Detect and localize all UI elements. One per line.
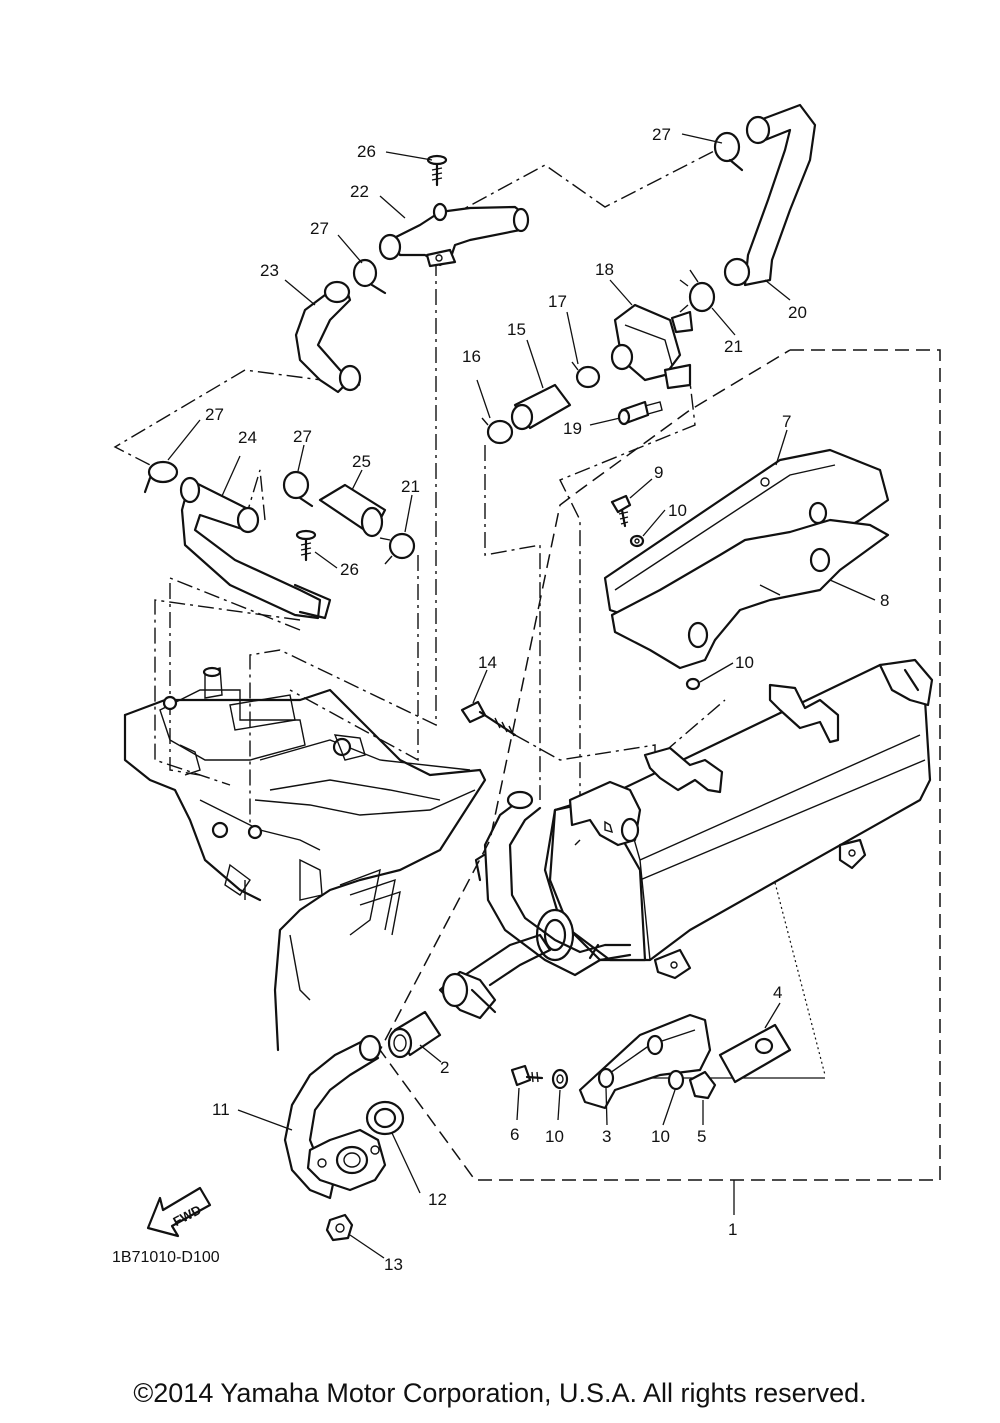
part-23-hose xyxy=(294,280,362,394)
callout-2: 2 xyxy=(440,1058,449,1077)
part-10-washer-d xyxy=(667,1069,685,1091)
part-9-bolt xyxy=(610,494,632,528)
part-20-hose xyxy=(723,103,817,287)
callout-18: 18 xyxy=(595,260,614,279)
part-27-clamp-d xyxy=(282,470,314,508)
part-25-hose xyxy=(318,483,387,538)
callout-17: 17 xyxy=(548,292,567,311)
callout-9: 9 xyxy=(654,463,663,482)
callout-12: 12 xyxy=(428,1190,447,1209)
part-27-clamp-a xyxy=(713,131,744,172)
part-26-screw-lower xyxy=(295,529,317,562)
connection-line-upper xyxy=(446,147,721,219)
part-26-screw-upper xyxy=(426,154,448,187)
connection-line-24 xyxy=(169,576,301,776)
connection-line-16 xyxy=(484,445,541,800)
muffler-outlet-pipe xyxy=(438,933,552,1020)
callout-8: 8 xyxy=(880,591,889,610)
callout-24: 24 xyxy=(238,428,257,447)
part-2-sleeve xyxy=(387,1010,442,1059)
part-24-hose xyxy=(179,476,332,620)
callout-27: 27 xyxy=(293,427,312,446)
callout-labels: 26 27 22 27 23 18 20 21 17 15 16 19 27 2… xyxy=(205,125,889,1274)
callout-10: 10 xyxy=(651,1127,670,1146)
part-15-hose xyxy=(510,383,572,431)
callout-14: 14 xyxy=(478,653,497,672)
callout-26: 26 xyxy=(340,560,359,579)
part-11-exhaust-pipe xyxy=(283,1034,387,1200)
muffler-body xyxy=(535,658,934,980)
engine-block xyxy=(123,666,487,1052)
copyright-notice: ©2014 Yamaha Motor Corporation, U.S.A. A… xyxy=(133,1378,867,1408)
part-17-clamp xyxy=(571,361,601,389)
part-5-nut xyxy=(688,1070,717,1100)
part-27-clamp-b xyxy=(352,258,387,295)
part-21-clip-upper xyxy=(679,269,716,313)
callout-11: 11 xyxy=(212,1100,230,1119)
callout-1: 1 xyxy=(728,1220,737,1239)
callout-3: 3 xyxy=(602,1127,611,1146)
callout-21: 21 xyxy=(401,477,420,496)
connection-line-23 xyxy=(113,369,361,471)
part-14-bolt xyxy=(460,700,517,737)
part-12-gasket xyxy=(365,1100,405,1136)
part-27-clamp-c xyxy=(143,460,179,494)
connection-line-26 xyxy=(249,260,437,825)
connection-line-21 xyxy=(289,555,419,762)
part-4-plate xyxy=(718,1023,792,1084)
part-10-washer-c xyxy=(551,1068,569,1090)
part-22-air-pipe xyxy=(378,202,530,268)
callout-5: 5 xyxy=(697,1127,706,1146)
callout-13: 13 xyxy=(384,1255,403,1274)
connection-line-24b xyxy=(154,599,301,786)
callout-10: 10 xyxy=(735,653,754,672)
connection-line-24c xyxy=(244,469,266,521)
part-21-clip-lower xyxy=(379,532,416,565)
callout-25: 25 xyxy=(352,452,371,471)
callout-15: 15 xyxy=(507,320,526,339)
fwd-arrow-icon: FWD xyxy=(146,1186,212,1238)
callout-10: 10 xyxy=(545,1127,564,1146)
part-10-washer-a xyxy=(629,534,645,548)
part-8-heat-shield xyxy=(610,518,890,670)
diagram-code: 1B71010-D100 xyxy=(112,1249,220,1266)
part-13-nut xyxy=(325,1213,354,1242)
part-19-bolt xyxy=(617,400,663,426)
callout-6: 6 xyxy=(510,1125,519,1144)
callout-19: 19 xyxy=(563,419,582,438)
callout-7: 7 xyxy=(782,412,791,431)
connection-line-14 xyxy=(514,699,726,762)
callout-4: 4 xyxy=(773,983,782,1002)
callout-22: 22 xyxy=(350,182,369,201)
callout-21: 21 xyxy=(724,337,743,356)
connection-line-18 xyxy=(559,364,696,830)
part-18-valve xyxy=(610,303,694,390)
callout-23: 23 xyxy=(260,261,279,280)
part-10-washer-b xyxy=(685,677,701,691)
callout-27: 27 xyxy=(205,405,224,424)
part-6-bolt xyxy=(510,1064,544,1087)
callout-10: 10 xyxy=(668,501,687,520)
callout-27: 27 xyxy=(310,219,329,238)
callout-20: 20 xyxy=(788,303,807,322)
part-16-clamp xyxy=(481,417,514,445)
callout-26: 26 xyxy=(357,142,376,161)
callout-27: 27 xyxy=(652,125,671,144)
part-3-bracket xyxy=(578,1013,712,1110)
callout-16: 16 xyxy=(462,347,481,366)
leader-lines xyxy=(167,133,876,1259)
muffler-inlet-tube xyxy=(474,790,632,977)
